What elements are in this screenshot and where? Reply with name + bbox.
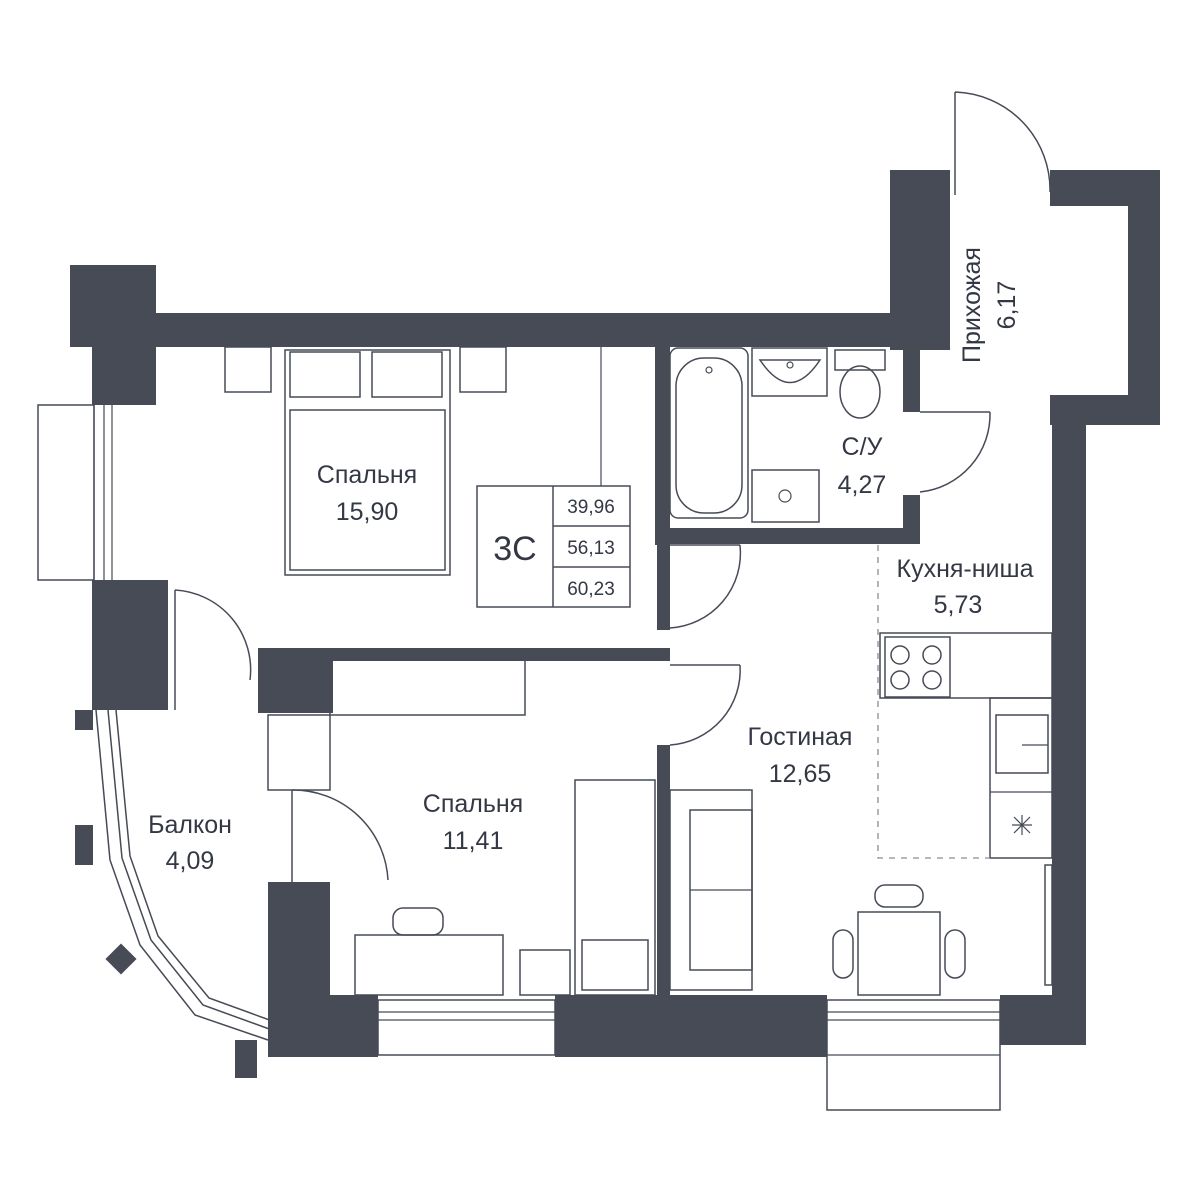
hallway-name: Прихожая: [958, 247, 986, 363]
living-room-area: 12,65: [769, 760, 832, 788]
total-area-with-balcony-value: 60,23: [567, 579, 615, 600]
bathroom-area: 4,27: [838, 471, 887, 499]
plan-info-box: 3C 39,96 56,13 60,23: [493, 497, 615, 600]
bedroom-large-area: 15,90: [336, 498, 399, 526]
bathroom-name: С/У: [842, 433, 883, 461]
windows: [37, 404, 1001, 1111]
kitchen-niche-name: Кухня-ниша: [897, 555, 1034, 583]
bedroom-large-name: Спальня: [317, 461, 417, 489]
living-area-value: 39,96: [567, 497, 615, 518]
bedroom-small-area: 11,41: [443, 827, 504, 855]
bedroom-small-name: Спальня: [423, 790, 523, 818]
plan-type-code: 3C: [493, 530, 536, 568]
room-labels: Спальня 15,90 С/У 4,27 Прихожая 6,17 Кух…: [148, 247, 1033, 875]
living-room-name: Гостиная: [748, 723, 853, 751]
balcony-name: Балкон: [148, 811, 232, 839]
walls: [70, 170, 1160, 1078]
furniture: [224, 346, 1053, 996]
doors: [174, 91, 1051, 882]
kitchen-niche-area: 5,73: [934, 591, 983, 619]
hallway-area: 6,17: [993, 281, 1021, 330]
balcony-area: 4,09: [166, 847, 215, 875]
total-area-value: 56,13: [567, 538, 615, 559]
